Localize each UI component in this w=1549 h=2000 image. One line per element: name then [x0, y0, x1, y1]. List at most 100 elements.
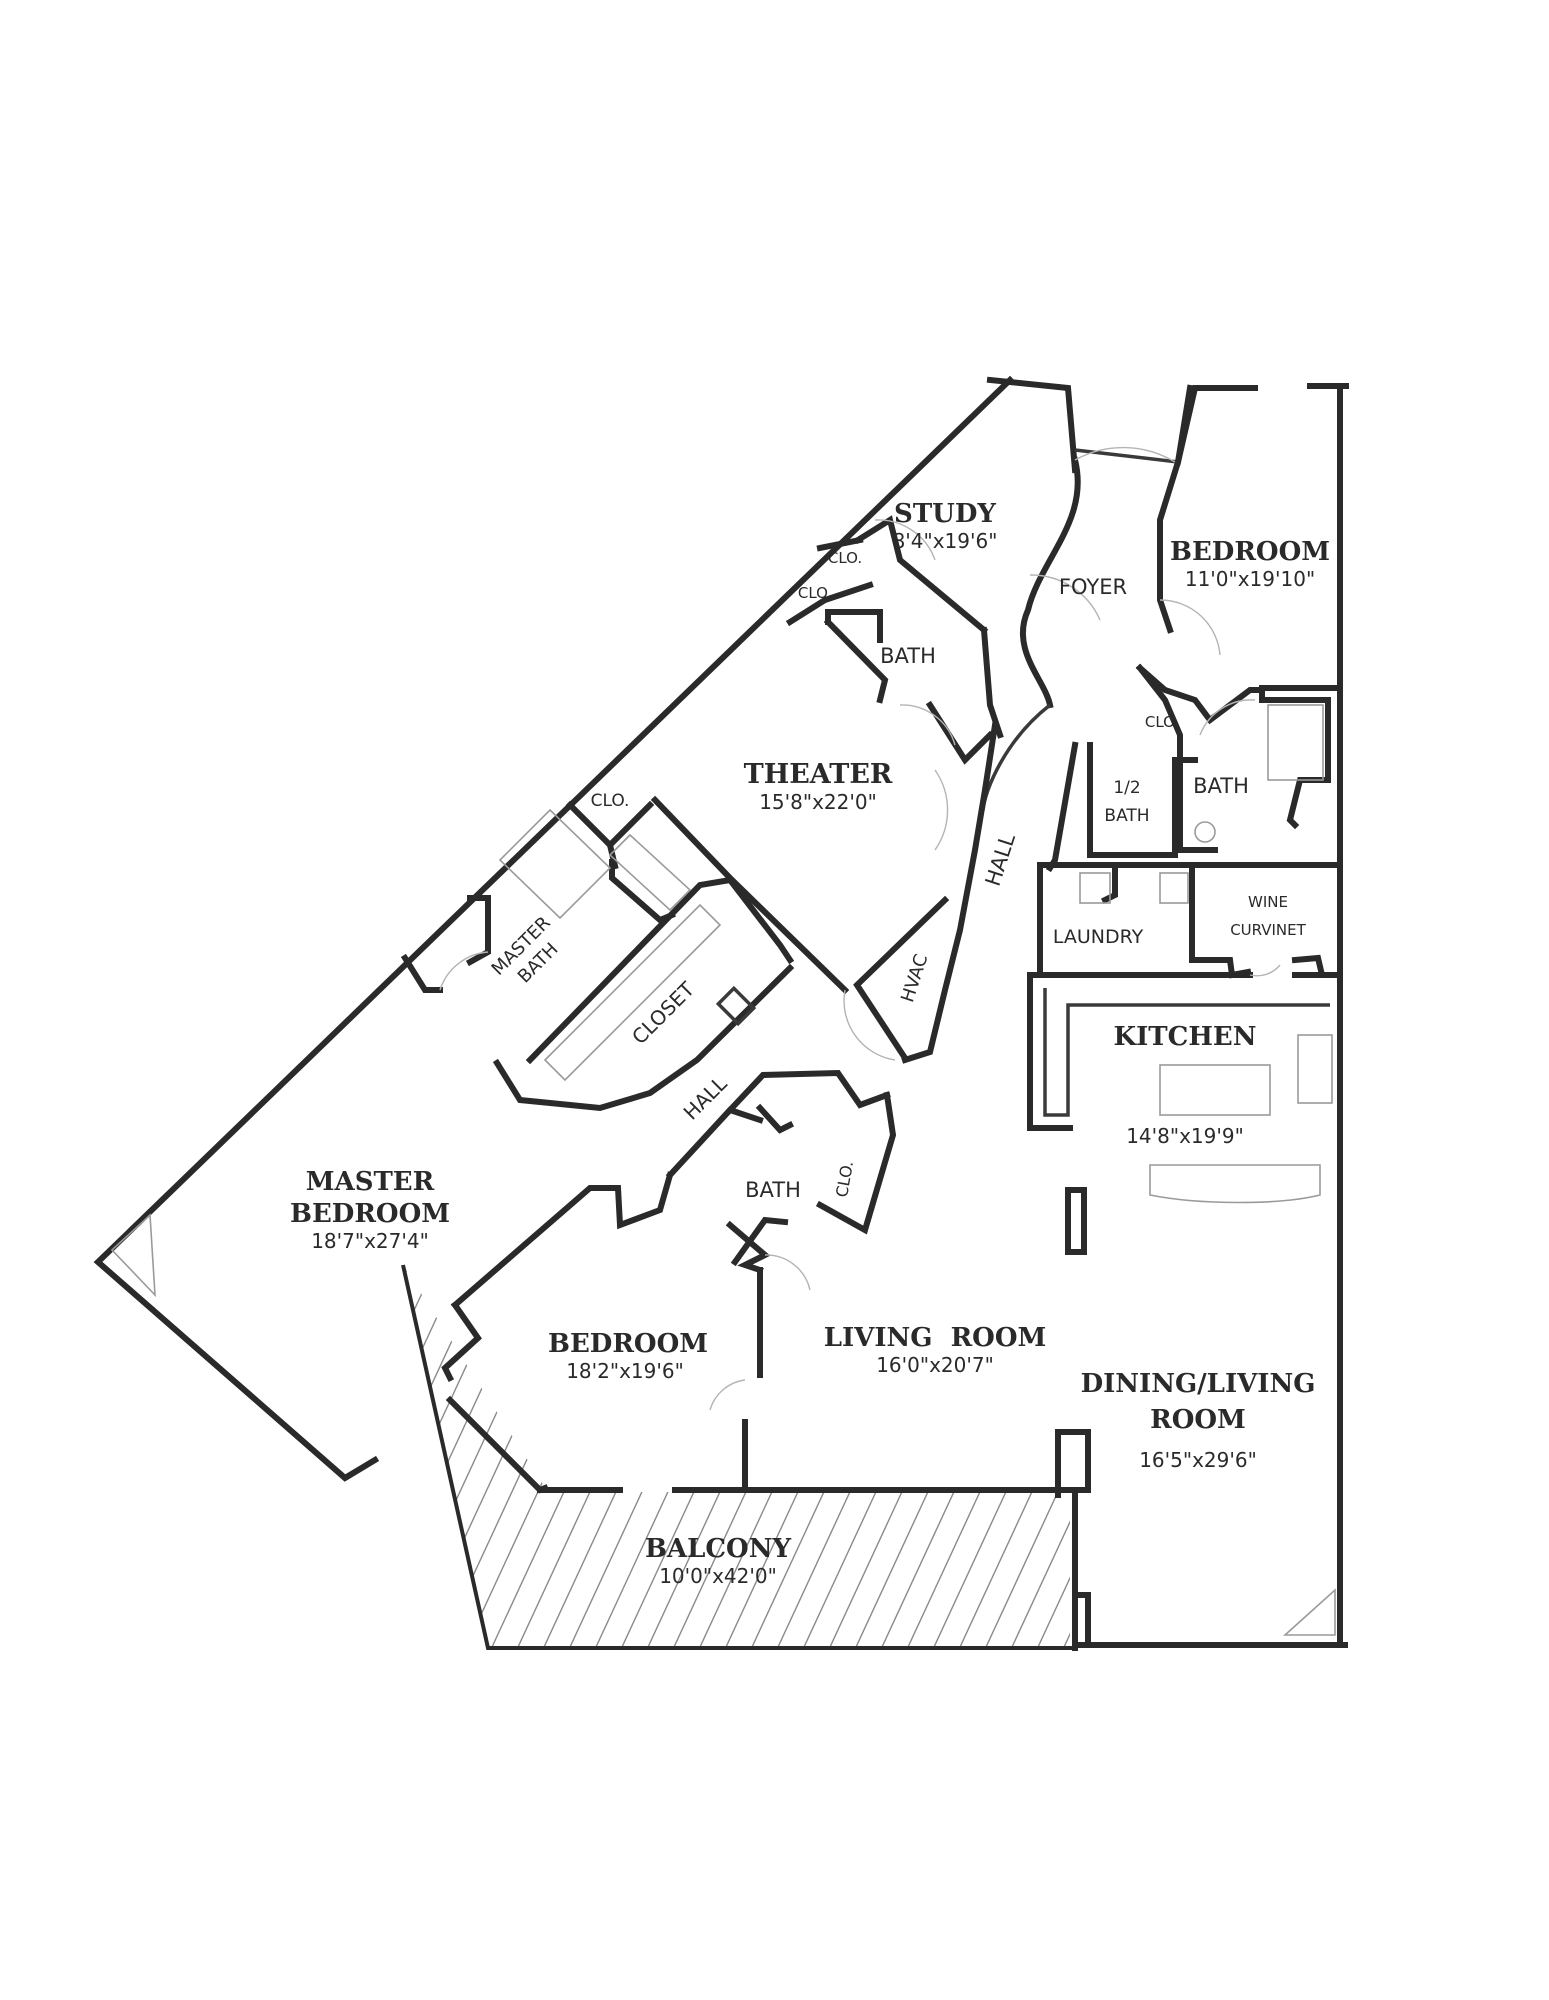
- hatch-stroke: [901, 1265, 1070, 1650]
- laundry-inner: [1100, 862, 1118, 905]
- bedroom-sw-bal: [445, 1395, 549, 1494]
- bedroom-sw-label: BEDROOM: [548, 1329, 708, 1359]
- hatch-stroke: [849, 1265, 1041, 1650]
- ne-bath-door-arc: [1199, 699, 1256, 736]
- master-bath-door-arc: [439, 951, 489, 991]
- foyer-inner-arc: [1029, 574, 1101, 621]
- foyer-label: FOYER: [1059, 575, 1127, 599]
- theater-east-hall-wall: [901, 721, 999, 1064]
- bath-door-arc: [899, 704, 956, 746]
- half-bath-east: [1087, 742, 1178, 858]
- hatch-stroke: [875, 1265, 1067, 1650]
- kitchen-door-arc: [1249, 964, 1281, 977]
- hatch-stroke: [979, 1265, 1070, 1650]
- outer-walls: [93, 375, 1349, 1651]
- hatch-stroke: [693, 1265, 885, 1650]
- hatch-stroke: [1031, 1265, 1070, 1650]
- study-closet-1-label: CLO.: [828, 549, 862, 567]
- hatch-stroke: [1292, 1250, 1482, 1660]
- fixtures: [110, 704, 1336, 1636]
- half-bath-toilet: [1194, 821, 1216, 843]
- hvac-door-arc: [843, 989, 896, 1061]
- master-bedroom-label-1: MASTER: [306, 1167, 435, 1197]
- hatch-stroke: [537, 1265, 729, 1650]
- hatch-stroke: [459, 1265, 651, 1650]
- bedroom-ne-dimensions: 11'0"x19'10": [1185, 567, 1315, 591]
- master-bedroom-label-2: BEDROOM: [290, 1199, 450, 1229]
- study-label: STUDY: [894, 499, 996, 529]
- bedroom-sw-west: [441, 1300, 482, 1383]
- study-bath-label: BATH: [880, 644, 936, 668]
- balcony-dimensions: 10'0"x42'0": [659, 1564, 777, 1588]
- study-bath-west-wall: [825, 609, 883, 643]
- dining-living-label-2: ROOM: [1150, 1405, 1246, 1435]
- balcony-label: BALCONY: [645, 1534, 792, 1564]
- hatch-stroke: [403, 1265, 495, 1650]
- living-room-dimensions: 16'0"x20'7": [876, 1353, 994, 1377]
- bedroom-sw-dimensions: 18'2"x19'6": [566, 1359, 684, 1383]
- hatch-stroke: [589, 1265, 781, 1650]
- study-clo-wall: [816, 536, 864, 552]
- hvac-label: HVAC: [897, 952, 932, 1005]
- theater-dimensions: 15'8"x22'0": [759, 790, 877, 814]
- hvac-wall: [853, 895, 950, 1063]
- ne-bath-label: BATH: [1193, 774, 1249, 798]
- ne-clo-wall: [1135, 663, 1198, 763]
- hatch-stroke: [823, 1265, 1015, 1650]
- half-bath-west: [1045, 741, 1079, 873]
- theater-label: THEATER: [744, 759, 893, 790]
- dining-living-label-1: DINING/LIVING: [1081, 1369, 1316, 1399]
- interior-walls: [400, 384, 1343, 1498]
- hatch-stroke: [403, 1265, 521, 1650]
- wine-label-1: WINE: [1248, 893, 1288, 911]
- laundry-east: [1189, 862, 1208, 963]
- study-closet-2-label: CLO.: [798, 584, 832, 602]
- hatch-stroke: [485, 1265, 677, 1650]
- hall-upper-label: HALL: [981, 830, 1020, 889]
- mid-closet-label: CLO.: [832, 1159, 857, 1198]
- north-study-wall: [986, 376, 1079, 474]
- closet-pillar: [715, 985, 757, 1027]
- master-vanity: [608, 833, 692, 912]
- closet-label: CLOSET: [627, 977, 699, 1049]
- hatch-stroke: [403, 1265, 469, 1650]
- half-bath-label-1: 1/2: [1113, 778, 1140, 798]
- kitchen-range: [1297, 1034, 1333, 1104]
- study-door-arc: [874, 519, 936, 561]
- dining-living-dimensions: 16'5"x29'6": [1139, 1448, 1257, 1472]
- west-diagonal-wall: [93, 375, 1015, 1482]
- hatch-stroke: [771, 1265, 963, 1650]
- fireplace-east: [1282, 1588, 1336, 1636]
- kitchen-label: KITCHEN: [1114, 1022, 1257, 1052]
- mid-bath-north: [725, 1069, 891, 1115]
- hatch-stroke: [1266, 1250, 1456, 1660]
- mid-bath-door-arc: [764, 1254, 811, 1291]
- hatch-stroke: [200, 1250, 390, 1660]
- kitchen-island-column: [1065, 1187, 1087, 1255]
- study-clo-wall-2: [785, 581, 874, 627]
- master-tub: [498, 808, 612, 920]
- laundry-dryer: [1159, 872, 1189, 904]
- wine-label-2: CURVINET: [1230, 921, 1306, 939]
- kitchen-west: [1027, 972, 1073, 1131]
- mid-bath-west: [665, 1106, 764, 1180]
- master-bath-south: [400, 953, 443, 993]
- closet-south-wall: [492, 963, 795, 1112]
- master-bath-divider: [609, 859, 676, 924]
- ne-bedroom-west: [1157, 384, 1194, 634]
- hatch-stroke: [641, 1265, 833, 1650]
- hatch-stroke: [511, 1265, 703, 1650]
- mid-clo-walls: [815, 1091, 897, 1235]
- study-bath-diagonal: [823, 617, 889, 704]
- hatch-stroke: [403, 1265, 547, 1650]
- hatch-stroke: [745, 1265, 937, 1650]
- mid-bath-label: BATH: [745, 1178, 801, 1202]
- theater-clo-wall-2: [605, 800, 655, 850]
- half-bath-label-2: BATH: [1104, 806, 1149, 826]
- living-room-label: LIVING ROOM: [824, 1323, 1047, 1353]
- living-door-arc: [709, 1379, 746, 1411]
- master-closet-label: CLO.: [591, 791, 630, 811]
- balcony-hatch: [200, 1250, 1482, 1660]
- kitchen-island: [1159, 1064, 1271, 1116]
